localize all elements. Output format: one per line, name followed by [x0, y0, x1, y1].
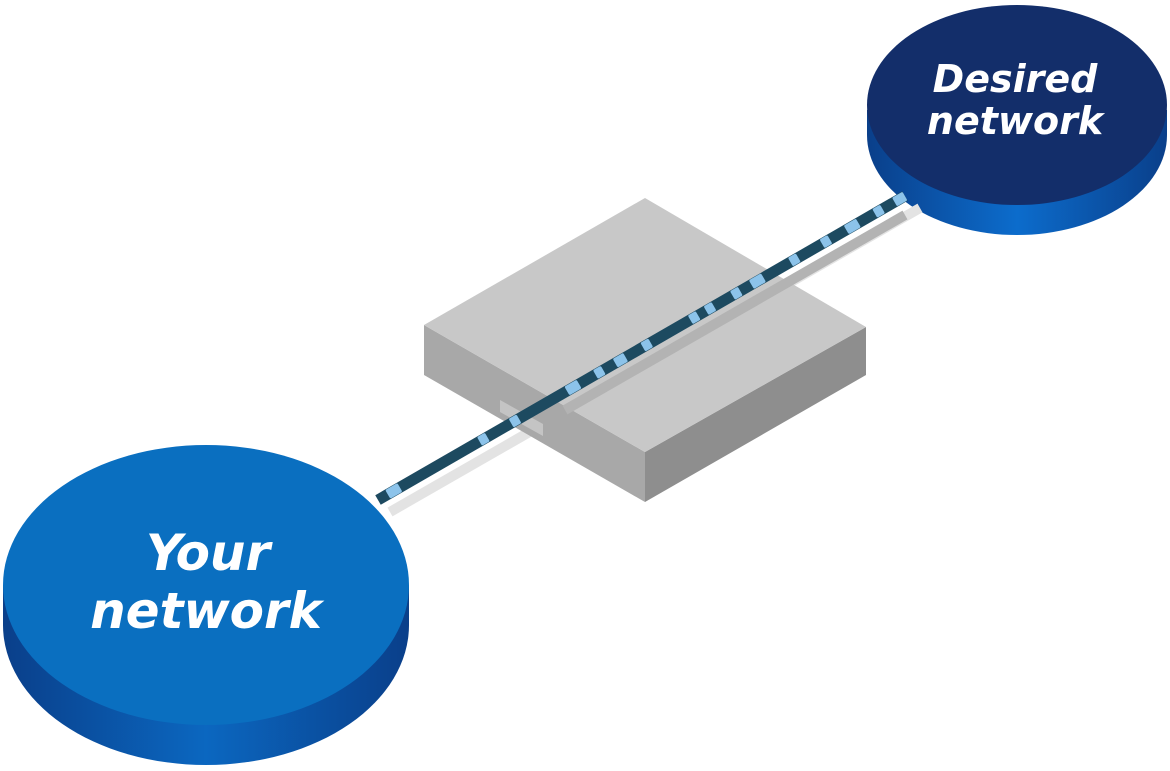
data-packet	[844, 219, 861, 234]
cable-line	[375, 191, 908, 505]
your-network-label-2: network	[90, 582, 325, 640]
data-packet	[892, 192, 907, 206]
data-packet	[477, 433, 490, 446]
box-right-face	[645, 327, 866, 502]
data-packet	[820, 235, 832, 248]
data-packet	[688, 311, 701, 324]
data-packet	[749, 273, 766, 289]
data-packet	[872, 205, 885, 218]
desired-network-label-1: Desired	[933, 57, 1098, 101]
network-cable	[375, 191, 908, 505]
data-packet	[509, 414, 521, 427]
data-packet	[613, 353, 628, 367]
box-top-face	[424, 198, 866, 452]
data-packet	[788, 253, 801, 266]
your-network-node: Your network	[3, 445, 409, 765]
data-packet	[640, 338, 653, 351]
data-packet	[730, 287, 743, 300]
data-packet	[564, 380, 582, 395]
data-packet	[593, 366, 606, 379]
your-network-label-1: Your	[146, 524, 274, 582]
data-packet	[704, 302, 716, 315]
desired-network-top	[867, 5, 1167, 205]
desired-network-label-2: network	[927, 99, 1106, 143]
box-groove	[562, 210, 908, 415]
data-packet	[385, 483, 402, 499]
desired-network-node: Desired network	[867, 5, 1167, 235]
your-network-top	[3, 445, 409, 725]
